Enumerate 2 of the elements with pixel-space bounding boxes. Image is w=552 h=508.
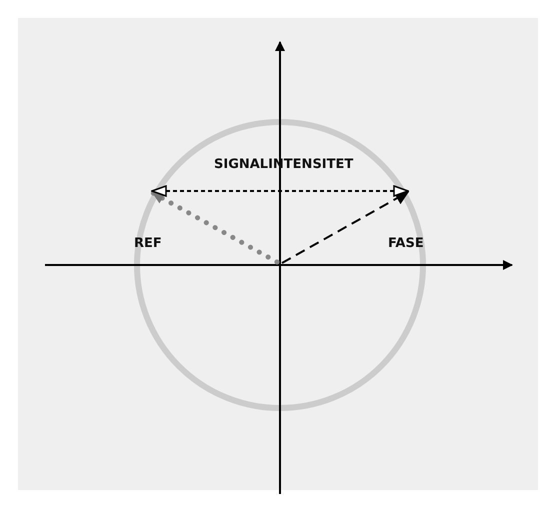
- axis-label: REF: [134, 236, 162, 252]
- axis-label: FASE: [388, 236, 424, 252]
